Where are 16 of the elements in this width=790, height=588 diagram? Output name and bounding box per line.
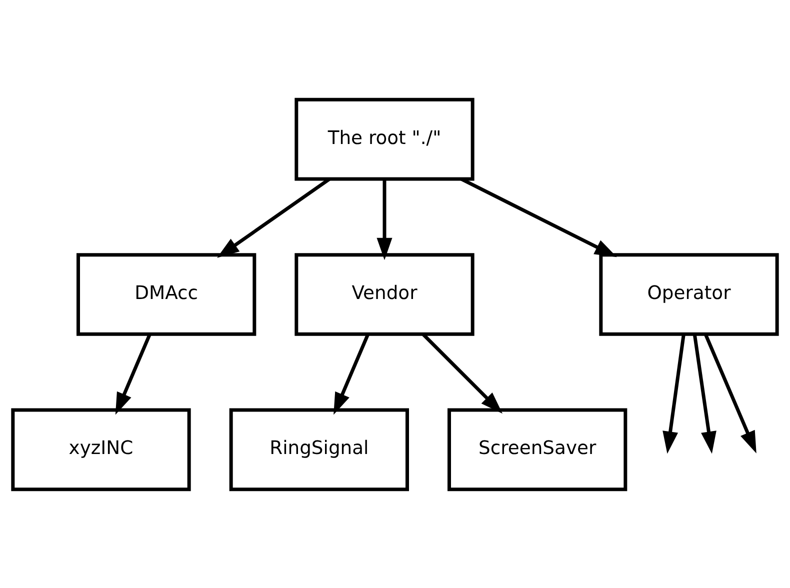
arrow bbox=[460, 177, 617, 257]
arrow bbox=[334, 333, 370, 414]
node-box: The root "./" bbox=[294, 97, 474, 180]
arrow bbox=[704, 333, 756, 453]
arrow bbox=[115, 333, 152, 414]
arrow bbox=[376, 178, 392, 260]
arrow bbox=[662, 334, 686, 454]
arrow bbox=[422, 332, 503, 414]
node-box: xyzINC bbox=[11, 408, 191, 491]
arrow bbox=[217, 177, 330, 258]
node-box: Operator bbox=[599, 252, 779, 336]
node-box: DMAcc bbox=[76, 252, 256, 336]
arrow bbox=[692, 333, 716, 454]
node-box: ScreenSaver bbox=[448, 408, 628, 491]
node-box: RingSignal bbox=[229, 408, 409, 491]
node-box: Vendor bbox=[294, 252, 474, 336]
